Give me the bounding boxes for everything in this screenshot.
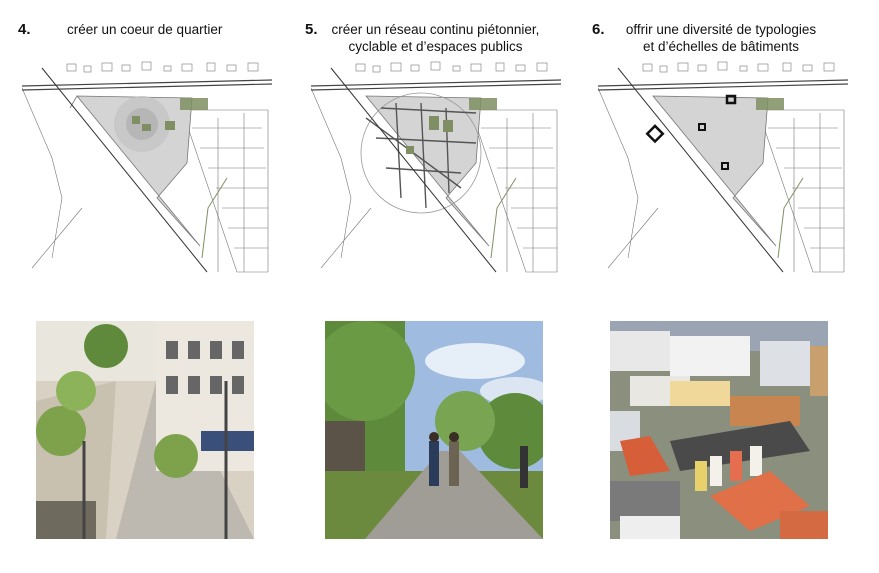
- panel-reseau-continu: 5. créer un réseau continu piétonnier, c…: [293, 0, 586, 573]
- step-title-line: cyclable et d’espaces publics: [348, 39, 523, 54]
- panel-coeur-de-quartier: 4. créer un coeur de quartier: [0, 0, 293, 573]
- step-title-line: créer un coeur de quartier: [67, 22, 223, 37]
- panel-diversite-typologies: 6. offrir une diversité de typologies et…: [586, 0, 879, 573]
- step-title: créer un coeur de quartier: [67, 21, 222, 38]
- site-plan-central-square-icon: [21, 58, 273, 276]
- step-title: créer un réseau continu piétonnier, cycl…: [328, 21, 543, 55]
- step-title-line: et d’échelles de bâtiments: [642, 39, 800, 54]
- step-number: 5.: [305, 21, 318, 38]
- step-number: 4.: [18, 21, 31, 38]
- step-title-line: offrir une diversité de typologies: [625, 22, 817, 37]
- housing-aerial-photo-icon: [610, 321, 828, 539]
- step-title: offrir une diversité de typologies et d’…: [616, 21, 826, 55]
- pedestrian-path-photo-icon: [325, 321, 543, 539]
- street-photo-icon: [36, 321, 254, 539]
- step-number: 6.: [592, 21, 605, 38]
- site-plan-building-typologies-icon: [597, 58, 849, 276]
- site-plan-street-network-icon: [310, 58, 562, 276]
- step-title-line: créer un réseau continu piétonnier,: [331, 22, 540, 37]
